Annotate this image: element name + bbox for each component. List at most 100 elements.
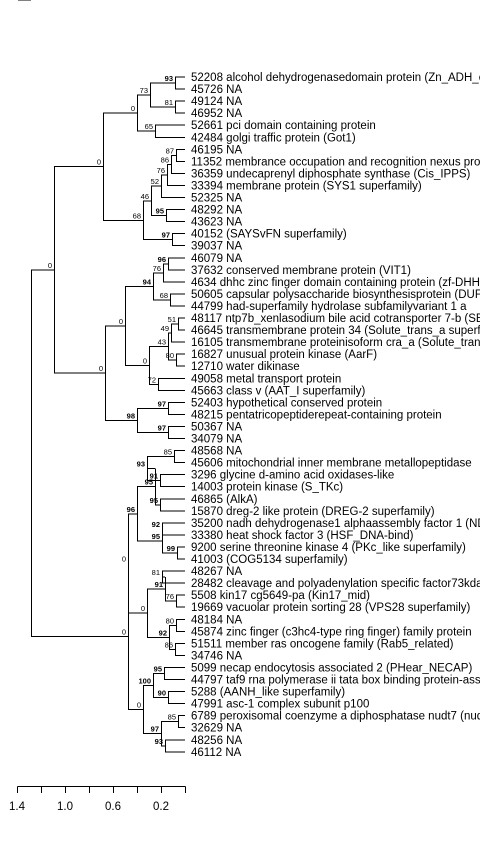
support-value: 99 (167, 544, 175, 553)
leaf-label: 46645 transmembrane protein 34 (Solute_t… (191, 325, 480, 337)
leaf-label: 12710 water dikinase (191, 361, 300, 373)
leaf-label: 46865 (AlkA) (191, 494, 258, 506)
support-value: 92 (152, 520, 160, 529)
support-value: 87 (166, 146, 174, 155)
leaf-label: 48117 ntp7b_xenlasodium bile acid cotran… (191, 313, 480, 325)
leaf-label: 11352 membrance occupation and recogniti… (191, 156, 480, 168)
leaf-label: 46079 NA (191, 253, 242, 265)
support-value: 0 (97, 158, 101, 167)
support-value: 95 (150, 496, 158, 505)
scale-tick-label: 1.0 (57, 801, 73, 813)
leaf-label: 50367 NA (191, 421, 242, 433)
support-value: 80 (166, 616, 174, 625)
support-value: 97 (158, 399, 166, 408)
leaf-label: 14003 protein kinase (S_TKc) (191, 482, 343, 494)
leaf-label: 50605 capsular polysaccharide biosynthes… (191, 289, 480, 301)
support-value: 96 (158, 255, 166, 264)
leaf-label: 52325 NA (191, 193, 242, 205)
leaf-label: 46195 NA (191, 144, 242, 156)
support-value: 81 (152, 568, 160, 577)
support-value: 51 (168, 315, 176, 324)
support-value: 0 (99, 364, 103, 373)
support-value: 68 (160, 291, 168, 300)
support-value: 90 (158, 689, 166, 698)
leaf-label: 45606 mitochondrial inner membrane metal… (191, 458, 472, 470)
leaf-label: 48256 NA (191, 735, 242, 747)
support-value: 0 (48, 261, 52, 270)
scale-tick-label: 0.6 (105, 801, 121, 813)
leaf-label: 33380 heat shock factor 3 (HSF_DNA-bind) (191, 530, 414, 542)
support-value: 93 (165, 74, 173, 83)
support-value: 97 (151, 725, 159, 734)
support-value: 91 (150, 472, 158, 481)
support-value: 81 (165, 98, 173, 107)
leaf-label: 43623 NA (191, 217, 242, 229)
support-value: 0 (141, 604, 145, 613)
support-value: 65 (145, 122, 153, 131)
support-value: 76 (153, 264, 161, 273)
leaf-label: 32629 NA (191, 723, 242, 735)
leaf-label: 45726 NA (191, 84, 242, 96)
support-value: 93 (137, 460, 145, 469)
leaf-label: 37632 conserved membrane protein (VIT1) (191, 265, 411, 277)
support-value: 0 (119, 317, 123, 326)
leaf-label: 40152 (SAYSvFN superfamily) (191, 229, 347, 241)
scale-axis: 1.4 1.0 0.6 0.2 (9, 786, 186, 813)
support-value: 100 (138, 677, 151, 686)
leaf-label: 9200 serine threonine kinase 4 (PKc_like… (191, 542, 466, 554)
support-value: 43 (158, 338, 166, 347)
leaf-label: 35200 nadh dehydrogenase1 alphaassembly … (191, 518, 480, 530)
support-value: 80 (166, 351, 174, 360)
support-value: 76 (157, 166, 165, 175)
leaf-label: 42484 golgi traffic protein (Got1) (191, 132, 356, 144)
support-value: 85 (168, 713, 176, 722)
support-value: 0 (131, 104, 135, 113)
leaf-label: 34079 NA (191, 434, 242, 446)
leaf-label: 46952 NA (191, 108, 242, 120)
leaf-label: 41003 (COG5134 superfamily) (191, 554, 348, 566)
leaf-label: 48215 pentatricopeptiderepeat-containing… (191, 409, 442, 421)
support-value: 91 (155, 580, 163, 589)
support-value: 0 (143, 356, 147, 365)
leaf-label: 49124 NA (191, 96, 242, 108)
support-value: 49 (161, 324, 169, 333)
leaf-label: 47991 asc-1 complex subunit p100 (191, 699, 369, 711)
leaf-label: 44797 taf9 rna polymerase ii tata box bi… (191, 675, 480, 687)
support-value: 86 (161, 155, 169, 164)
scale-tick-label: 0.2 (153, 801, 169, 813)
support-value: 86 (165, 640, 173, 649)
leaf-label: 52661 pci domain containing protein (191, 120, 376, 132)
support-value: 68 (133, 211, 141, 220)
leaf-label: 16105 transmembrane proteinisoform cra_a… (191, 337, 480, 349)
support-value: 0 (122, 555, 126, 564)
support-value: 97 (162, 231, 170, 240)
leaf-label: 44799 had-superfamily hydrolase subfamil… (191, 301, 467, 313)
leaf-label: 5288 (AANH_like superfamily) (191, 687, 345, 699)
leaf-label: 49058 metal transport protein (191, 373, 341, 385)
support-value: 94 (143, 277, 152, 286)
support-value: 97 (158, 423, 166, 432)
leaf-label: 48292 NA (191, 205, 242, 217)
leaf-label: 34746 NA (191, 650, 242, 662)
leaf-label: 46112 NA (191, 747, 242, 759)
leaf-label: 5508 kin17 cg5649-pa (Kin17_mid) (191, 590, 370, 602)
support-value: 85 (164, 448, 172, 457)
leaf-label: 52403 hypothetical conserved protein (191, 397, 382, 409)
support-value: 98 (127, 411, 135, 420)
support-value: 52 (151, 177, 159, 186)
support-value: 0 (25, 0, 29, 2)
support-value: 0 (122, 628, 126, 637)
leaf-label: 6789 peroxisomal coenzyme a diphosphatas… (191, 711, 480, 723)
leaf-label: 39037 NA (191, 241, 242, 253)
leaf-label: 48568 NA (191, 446, 242, 458)
leaf-label: 51511 member ras oncogene family (Rab5_r… (191, 638, 454, 650)
leaf-label: 5099 necap endocytosis associated 2 (PHe… (191, 662, 472, 674)
support-value: 95 (156, 207, 164, 216)
leaf-label: 4634 dhhc zinc finger domain containing … (191, 277, 480, 289)
support-value: 95 (145, 478, 153, 487)
scale-tick-label: 1.4 (9, 801, 26, 813)
tree-branches (18, 0, 185, 753)
leaf-label: 3296 glycine d-amino acid oxidases-like (191, 470, 394, 482)
support-value: 92 (159, 628, 167, 637)
